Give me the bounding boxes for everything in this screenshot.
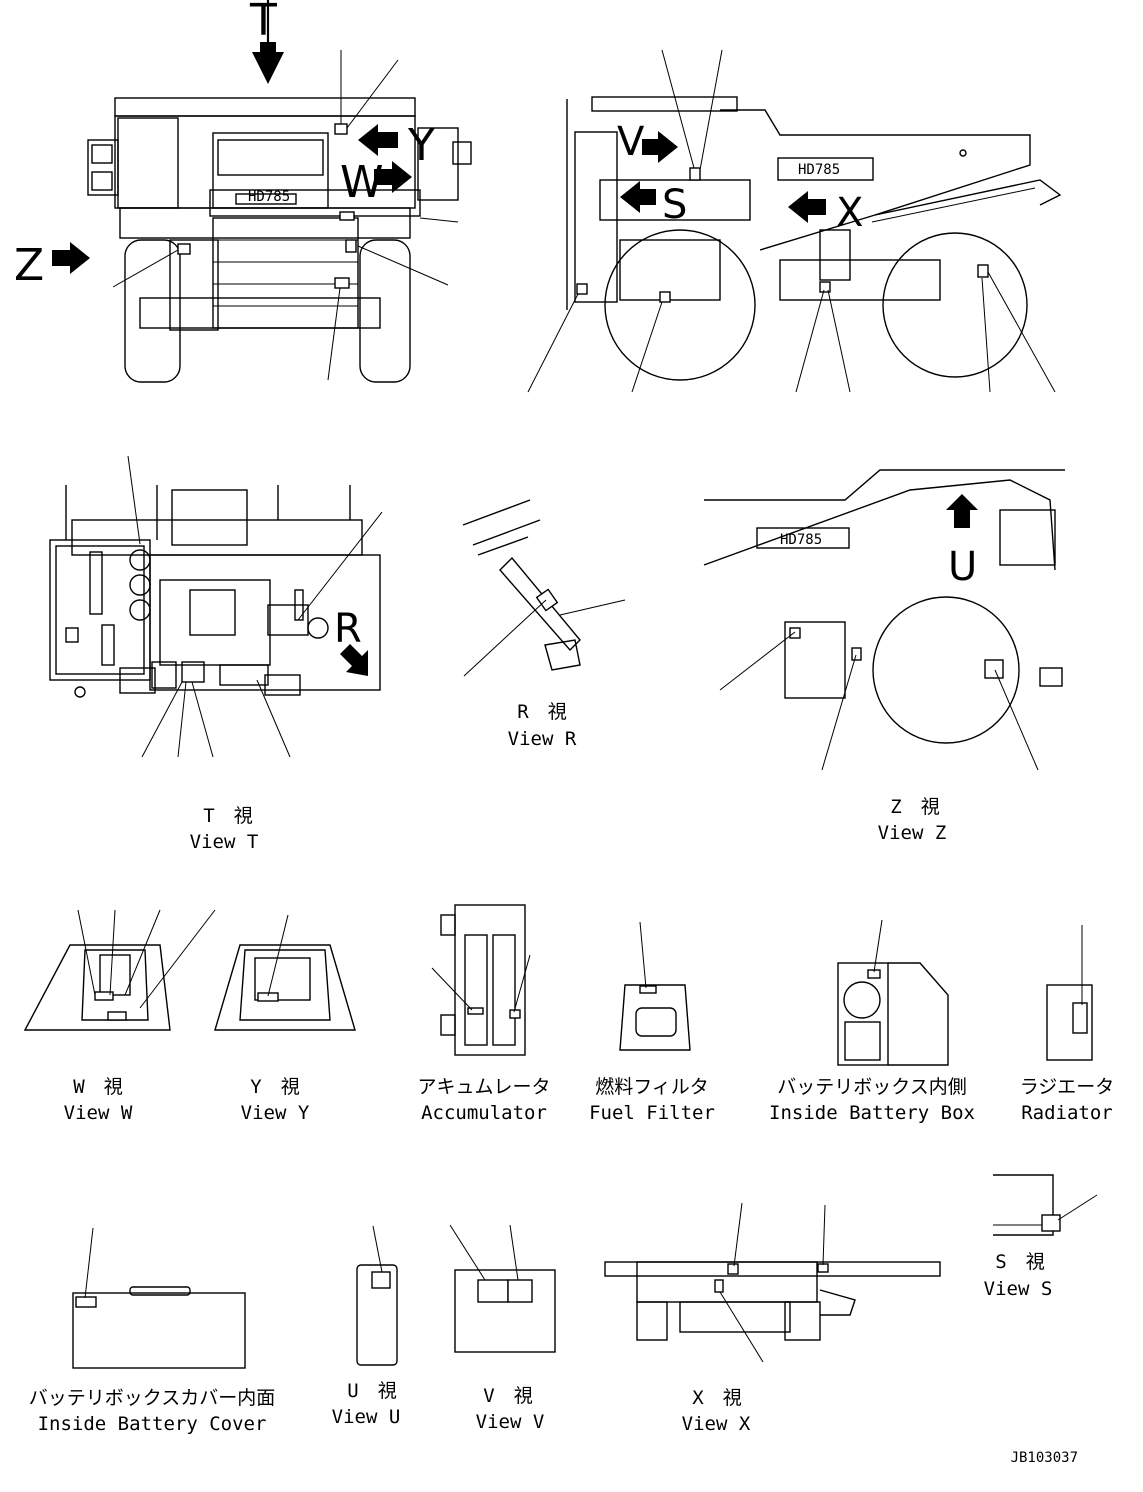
view-u-label-en: View U — [332, 1406, 401, 1428]
view-y-label-en: View Y — [241, 1102, 310, 1124]
side-view-badge-text: HD785 — [798, 162, 840, 178]
view-t-label-en: View T — [190, 831, 259, 853]
accumulator-label-jp: アキュムレータ — [417, 1076, 550, 1098]
front-view-badge-text: HD785 — [248, 189, 290, 205]
view-z-label-jp: Z 視 — [890, 796, 939, 818]
radiator-label-jp: ラジエータ — [1020, 1076, 1115, 1098]
view-w-label-jp: W 視 — [73, 1076, 122, 1098]
view-w-label-en: View W — [64, 1102, 133, 1124]
view-x-label-jp: X 視 — [692, 1387, 741, 1409]
arrow-letter-y: Y — [407, 120, 435, 171]
view-x-drawing: X 視 View X — [604, 1202, 941, 1435]
battery-box-label-jp: バッテリボックス内側 — [777, 1076, 966, 1098]
battery-box-drawing: バッテリボックス内側 Inside Battery Box — [769, 919, 975, 1124]
arrow-letter-u: U — [948, 544, 977, 590]
battery-box-label-en: Inside Battery Box — [769, 1102, 975, 1124]
front-view-truck: T HD785 — [14, 0, 472, 383]
view-v-drawing: V 視 View V — [449, 1224, 556, 1433]
radiator-drawing: ラジエータ Radiator — [1020, 925, 1115, 1124]
view-v-label-en: View V — [476, 1411, 545, 1433]
view-t-label-jp: T 視 — [203, 805, 252, 827]
battery-cover-drawing: バッテリボックスカバー内面 Inside Battery Cover — [29, 1227, 275, 1435]
fuel-filter-label-jp: 燃料フィルタ — [595, 1076, 709, 1098]
fuel-filter-label-en: Fuel Filter — [589, 1102, 715, 1124]
side-view-truck: HD785 V S X — [527, 49, 1062, 393]
view-t-drawing: R T 視 View T — [49, 455, 383, 853]
view-x-label-en: View X — [682, 1413, 751, 1435]
battery-cover-label-jp: バッテリボックスカバー内面 — [29, 1387, 275, 1409]
arrow-letter-v: V — [617, 119, 645, 165]
view-u-drawing: U 視 View U — [332, 1225, 401, 1428]
view-y-drawing: Y 視 View Y — [214, 914, 356, 1124]
view-v-label-jp: V 視 — [483, 1385, 532, 1407]
view-r-label-jp: R 視 — [517, 701, 566, 723]
arrow-letter-z: Z — [14, 240, 44, 291]
drawing-number: JB103037 — [1011, 1450, 1078, 1466]
view-w-drawing: W 視 View W — [23, 909, 216, 1124]
fuel-filter-drawing: 燃料フィルタ Fuel Filter — [589, 921, 715, 1124]
arrow-letter-s: S — [662, 182, 687, 228]
view-y-label-jp: Y 視 — [250, 1076, 299, 1098]
view-z-badge-text: HD785 — [780, 532, 822, 548]
accumulator-drawing: アキュムレータ Accumulator — [417, 904, 551, 1124]
view-z-drawing: HD785 U Z 視 View Z — [703, 469, 1065, 844]
battery-cover-label-en: Inside Battery Cover — [38, 1413, 267, 1435]
accumulator-label-en: Accumulator — [421, 1102, 547, 1124]
view-r-drawing: R 視 View R — [462, 499, 626, 750]
view-z-label-en: View Z — [878, 822, 947, 844]
view-r-label-en: View R — [508, 728, 577, 750]
arrow-letter-r: R — [334, 606, 362, 652]
arrow-letter-t: T — [249, 0, 277, 46]
view-s-drawing: S 視 View S — [984, 1174, 1098, 1300]
arrow-letter-x: X — [836, 190, 863, 236]
view-s-label-en: View S — [984, 1278, 1053, 1300]
radiator-label-en: Radiator — [1021, 1102, 1113, 1124]
view-s-label-jp: S 視 — [995, 1251, 1044, 1273]
view-u-label-jp: U 視 — [347, 1380, 396, 1402]
